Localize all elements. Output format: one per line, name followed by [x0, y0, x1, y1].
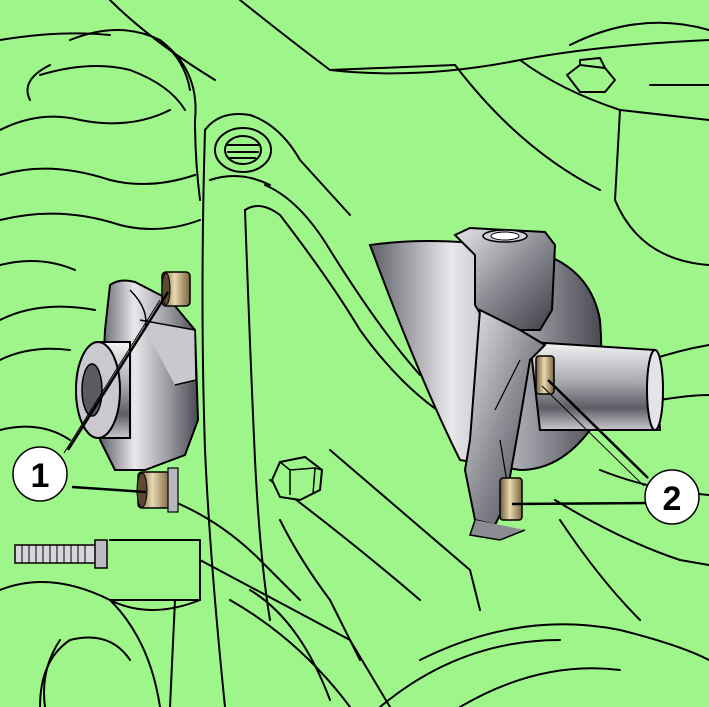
callout-1: 1	[12, 446, 68, 502]
center-hex-bolt	[270, 455, 324, 502]
nut-2-upper	[535, 355, 555, 395]
callout-1-label: 1	[31, 457, 50, 495]
left-mount-bracket	[75, 279, 200, 471]
callout-2-label: 2	[663, 480, 682, 518]
nut-1-lower	[136, 467, 179, 513]
right-mount-assembly	[368, 226, 664, 541]
nut-2-lower	[499, 477, 523, 521]
callout-2: 2	[644, 469, 700, 525]
nut-1-upper	[161, 271, 191, 307]
leader-lines	[63, 291, 649, 506]
stud-bolt	[14, 539, 108, 569]
